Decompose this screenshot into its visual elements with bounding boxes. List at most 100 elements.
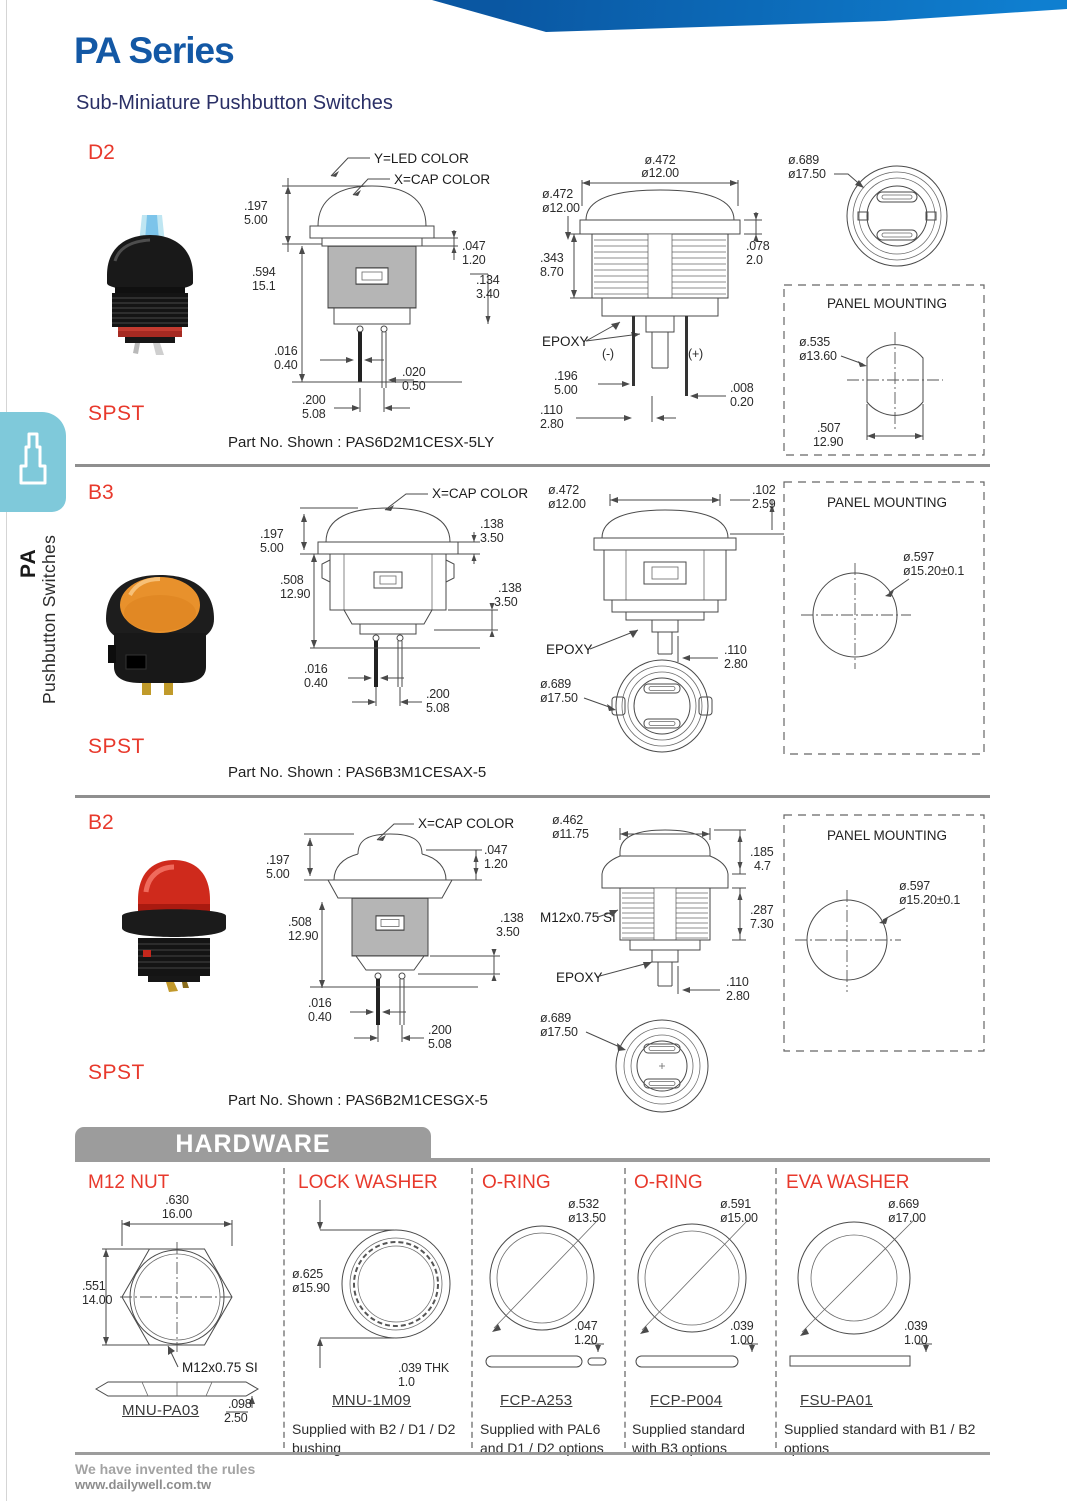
dim-text: 2.50 xyxy=(224,1411,248,1425)
b3-panel-mounting-box: PANEL MOUNTING ø.597 ø15.20±0.1 xyxy=(783,481,985,755)
dim-text: ø.669 xyxy=(888,1197,919,1211)
hardware-banner: HARDWARE xyxy=(75,1127,431,1162)
part-no-shown: Part No. Shown : PAS6B2M1CESGX-5 xyxy=(228,1092,488,1109)
dim-text: .110 xyxy=(726,975,749,989)
epoxy-label: EPOXY xyxy=(542,334,589,349)
b2-panel-mounting-box: PANEL MOUNTING ø.597 ø15.20±0.1 xyxy=(783,814,985,1052)
panel-mounting-title: PANEL MOUNTING xyxy=(827,296,947,311)
dim-text: 5.00 xyxy=(260,541,284,555)
dim-text: 3.50 xyxy=(480,531,504,545)
dim-text: .185 xyxy=(750,845,774,859)
dim-text: 5.00 xyxy=(244,213,268,227)
column-separator xyxy=(775,1168,777,1448)
dim-text: .039 THK xyxy=(398,1361,450,1375)
dim-text: ø.532 xyxy=(568,1197,599,1211)
dim-text: 16.00 xyxy=(162,1207,193,1221)
dim-text: .200 xyxy=(302,393,326,407)
hardware-banner-rule xyxy=(75,1158,990,1162)
eva-washer-drawing: ø.669 ø17.00 .039 1.00 xyxy=(789,1197,932,1367)
dim-text: 5.08 xyxy=(426,701,450,715)
dim-text: .110 xyxy=(540,403,563,417)
dim-text: ø.535 xyxy=(799,335,830,349)
b3-product-photo xyxy=(106,575,214,695)
spst-label: SPST xyxy=(88,735,145,758)
m12-nut-drawing: .630 16.00 .551 14.00 M12x0.75 SI .098 2… xyxy=(82,1193,259,1425)
thread-label: M12x0.75 SI xyxy=(540,910,616,925)
dim-text: ø13.60 xyxy=(799,349,837,363)
dim-text: .078 xyxy=(746,239,770,253)
d2-top-view-drawing: ø.689 ø17.50 xyxy=(788,153,948,267)
hardware-note: Supplied with PAL6 and D1 / D2 options xyxy=(480,1421,604,1456)
callout-led-color: Y=LED COLOR xyxy=(374,151,469,166)
dim-text: ø.472 xyxy=(645,153,676,167)
column-separator xyxy=(624,1168,626,1448)
dim-text: 2.80 xyxy=(726,989,750,1003)
dim-text: 5.08 xyxy=(428,1037,452,1051)
dim-text: ø12.00 xyxy=(641,166,679,180)
dim-text: 2.80 xyxy=(540,417,564,431)
page-title: PA Series xyxy=(74,30,235,71)
dim-text: ø15.20±0.1 xyxy=(899,893,960,907)
section-divider xyxy=(75,464,990,467)
dim-text: .047 xyxy=(484,843,508,857)
dim-text: .134 xyxy=(476,273,500,287)
dim-text: ø.591 xyxy=(720,1197,751,1211)
dim-text: .016 xyxy=(274,344,298,358)
d2-panel-mounting-box: PANEL MOUNTING ø.535 ø13.60 .507 12.90 xyxy=(783,284,985,456)
dim-text: .594 xyxy=(252,265,276,279)
dim-text: 1.20 xyxy=(484,857,508,871)
d2-product-photo xyxy=(107,215,193,355)
callout-cap-color: X=CAP COLOR xyxy=(418,816,514,831)
dim-text: .039 xyxy=(904,1319,928,1333)
dim-text: .047 xyxy=(462,239,486,253)
panel-mounting-title: PANEL MOUNTING xyxy=(827,828,947,843)
dim-text: .200 xyxy=(426,687,450,701)
dim-text: 3.50 xyxy=(496,925,520,939)
dim-text: ø.625 xyxy=(292,1267,323,1281)
o-ring-drawing: ø.532 ø13.50 .047 1.20 xyxy=(485,1197,607,1368)
positive-terminal-label: (+) xyxy=(688,347,703,361)
dim-text: 12.90 xyxy=(280,587,311,601)
epoxy-label: EPOXY xyxy=(546,642,593,657)
lock-washer-drawing: ø.625 ø15.90 .039 THK 1.0 xyxy=(292,1200,451,1389)
dim-text: .138 xyxy=(480,517,504,531)
dim-text: 5.00 xyxy=(554,383,578,397)
callout-cap-color: X=CAP COLOR xyxy=(394,172,490,187)
d2-front-view-drawing: Y=LED COLOR X=CAP COLOR .197 5.00 .594 1… xyxy=(244,151,500,421)
dim-text: .020 xyxy=(402,365,426,379)
dim-text: .343 xyxy=(540,251,564,265)
panel-mounting-title: PANEL MOUNTING xyxy=(827,495,947,510)
hardware-bottom-rule xyxy=(75,1452,990,1455)
hardware-part-number: FCP-P004 xyxy=(650,1392,723,1409)
dim-text: .138 xyxy=(500,911,524,925)
dim-text: ø17.50 xyxy=(788,167,826,181)
dim-text: 2.80 xyxy=(724,657,748,671)
hardware-title-eva-washer: EVA WASHER xyxy=(786,1172,910,1193)
footer-slogan: We have invented the rules xyxy=(75,1461,256,1477)
dim-text: 1.00 xyxy=(904,1333,928,1347)
dim-text: .016 xyxy=(304,662,328,676)
b3-front-view-drawing: X=CAP COLOR .138 3.50 .197 5.00 .508 12.… xyxy=(260,486,528,715)
hardware-title-m12-nut: M12 NUT xyxy=(88,1172,170,1193)
dim-text: .200 xyxy=(428,1023,452,1037)
dim-text: ø.462 xyxy=(552,813,583,827)
dim-text: ø17.00 xyxy=(888,1211,926,1225)
dim-text: ø12.00 xyxy=(548,497,586,511)
dim-text: 0.20 xyxy=(730,395,754,409)
dim-text: .551 xyxy=(82,1279,106,1293)
dim-text: ø13.50 xyxy=(568,1211,606,1225)
part-no-shown: Part No. Shown : PAS6D2M1CESX-5LY xyxy=(228,434,495,451)
dim-text: .507 xyxy=(817,421,841,435)
section-label-b3: B3 xyxy=(88,481,114,504)
part-no-shown: Part No. Shown : PAS6B3M1CESAX-5 xyxy=(228,764,487,781)
dim-text: 1.00 xyxy=(730,1333,754,1347)
left-edge-line xyxy=(6,0,7,1501)
b2-product-photo xyxy=(122,860,226,992)
dim-text: 1.0 xyxy=(398,1375,415,1389)
dim-text: .197 xyxy=(244,199,268,213)
dim-text: 14.00 xyxy=(82,1293,113,1307)
dim-text: 0.40 xyxy=(304,676,328,690)
hardware-part-number: MNU-1M09 xyxy=(332,1392,412,1409)
hardware-part-number: FSU-PA01 xyxy=(800,1392,873,1409)
